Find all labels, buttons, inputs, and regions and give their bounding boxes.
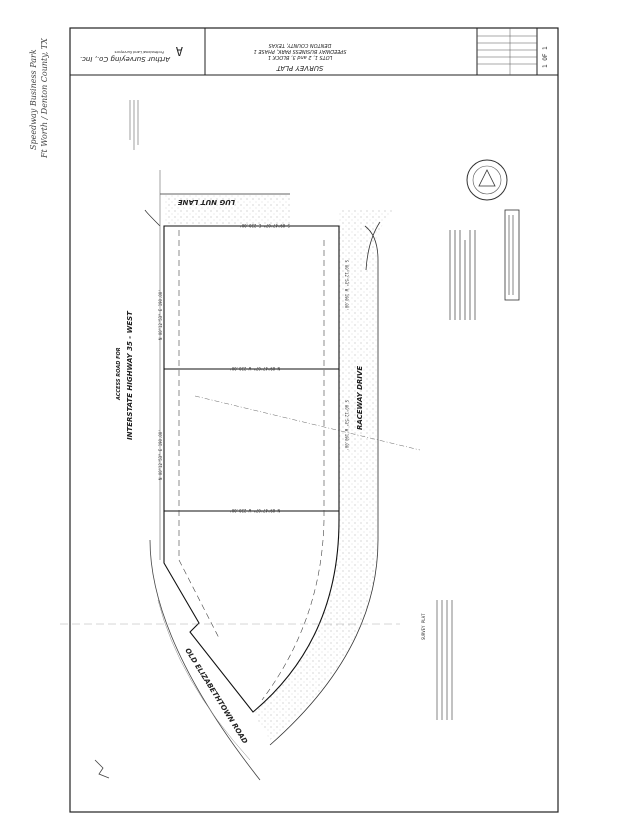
dimension-right-2: S 00°12'53" W 190.00' (344, 400, 349, 451)
handwritten-line-2: Ft Worth / Denton County, TX (40, 38, 49, 159)
survey-plat-note-title: SURVEY PLAT (421, 613, 426, 640)
firm-logo-icon: A (175, 44, 183, 58)
dimension-divider-2: N 89°47'07" W 220.00' (229, 508, 280, 513)
dimension-divider-1: N 89°47'07" W 220.00' (229, 366, 280, 371)
plat-title: SURVEY PLAT (276, 64, 324, 72)
raceway-edge (269, 225, 379, 746)
north-arrow-icon (94, 759, 110, 779)
plat-subtitle-3: DENTON COUNTY, TEXAS (268, 42, 332, 48)
handwritten-line-1: Speedway Business Park (29, 49, 38, 150)
dimension-left-2: N 00°12'53" E 190.00' (158, 429, 163, 480)
old-elizabethtown-road-label: OLD ELIZABETHTOWN ROAD (183, 647, 249, 746)
title-block: Arthur Surveying Co., Inc. Professional … (70, 28, 558, 76)
lot-boundaries (163, 225, 340, 713)
firm-name: Arthur Surveying Co., Inc. (80, 55, 171, 63)
handwritten-note: Speedway Business Park Ft Worth / Denton… (29, 38, 49, 159)
firm-subtitle: Professional Land Surveyors (114, 50, 164, 54)
note-box (504, 209, 520, 301)
raceway-drive-road (253, 210, 395, 740)
lug-nut-lane-road (165, 194, 290, 226)
legend-text (129, 100, 139, 150)
setback-lines (178, 230, 325, 701)
access-road-label: ACCESS ROAD FOR (116, 347, 122, 401)
dimension-labels: S 89°47'07" E 220.00' N 89°47'07" W 220.… (158, 223, 349, 513)
general-notes (449, 230, 476, 320)
surveyor-seal-icon (466, 159, 508, 201)
certification-text (436, 600, 453, 720)
interstate-label: INTERSTATE HIGHWAY 35 - WEST (126, 310, 134, 440)
note-box-text (508, 215, 514, 295)
easement-line (194, 395, 421, 451)
plat-subtitle-2: SPEEDWAY BUSINESS PARK, PHASE 1 (254, 48, 347, 54)
dimension-left-1: N 00°12'53" E 190.00' (158, 289, 163, 340)
sheet-border (69, 27, 559, 813)
plat-subtitle-1: LOTS 1, 2 and 3, BLOCK 1 (268, 54, 332, 60)
dimension-right-1: S 00°12'53" W 190.00' (344, 260, 349, 311)
lug-nut-lane-label: LUG NUT LANE (178, 198, 235, 206)
old-road-edge (149, 539, 261, 781)
sheet-number: 1 OF 1 (542, 46, 549, 68)
raceway-drive-label: RACEWAY DRIVE (356, 366, 364, 430)
dimension-top: S 89°47'07" E 220.00' (239, 223, 290, 228)
